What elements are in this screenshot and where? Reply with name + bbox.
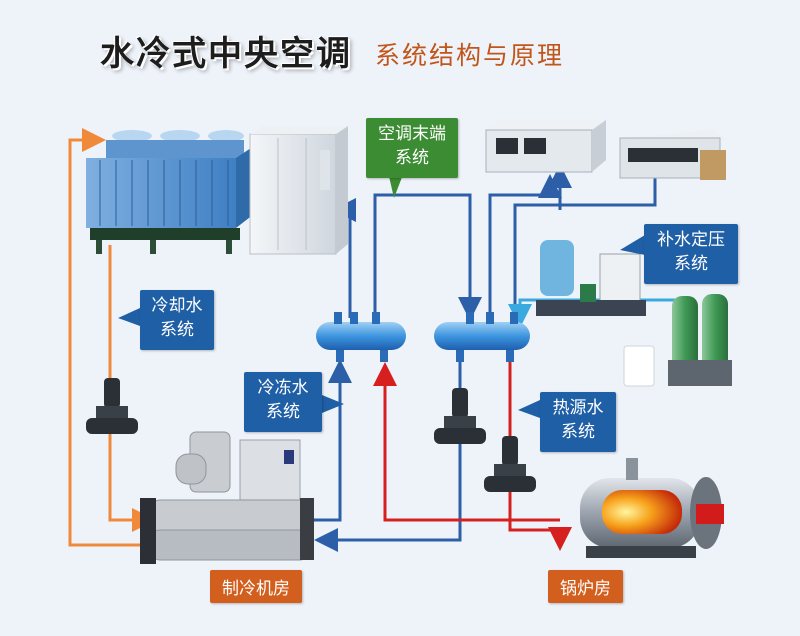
supply-header [316,312,406,362]
page-subtitle: 系统结构与原理 [375,41,565,70]
cooling-water-pipes [68,128,156,547]
page-title: 水冷式中央空调 [100,34,352,74]
cooling-label-line2: 系统 [160,320,194,340]
ducted-unit [485,120,606,173]
pressurization-unit [536,240,646,316]
cooling-tower [86,130,254,254]
heat-source-pipes [373,360,572,551]
terminal-system-label: 空调末端 系统 [366,118,458,178]
boiler [580,458,724,558]
terminal-label-pointer [388,172,404,198]
cooling-label-line1: 冷却水 [151,296,203,316]
makeup-label-line1: 补水定压 [657,230,725,250]
boiler-room-label: 锅炉房 [548,570,623,603]
heat-source-water-pump [484,436,536,492]
terminal-label-line1: 空调末端 [378,124,446,144]
chilled-label-line1: 冷冻水 [257,378,309,398]
chilled-label-line2: 系统 [266,402,300,422]
heat-source-water-label: 热源水 系统 [540,392,616,452]
air-handling-unit [249,126,348,255]
fan-coil-unit [619,130,728,180]
makeup-label-pointer [620,235,645,255]
cooling-label-pointer [118,308,140,326]
return-header [434,312,530,362]
heat-label-line1: 热源水 [552,398,604,418]
makeup-system-label: 补水定压 系统 [644,224,738,284]
cooling-water-pump [86,378,138,434]
chilled-water-pump [434,388,486,444]
water-treatment-tanks [623,294,732,387]
chilled-label-pointer [322,395,344,413]
chiller-room-label: 制冷机房 [210,570,302,603]
cooling-water-label: 冷却水 系统 [140,290,214,350]
makeup-label-line2: 系统 [674,254,708,274]
heat-label-pointer [518,400,540,418]
water-chiller [140,431,314,564]
chilled-water-label: 冷冻水 系统 [244,372,322,432]
terminal-label-line2: 系统 [395,148,429,168]
heat-label-line2: 系统 [561,422,595,442]
